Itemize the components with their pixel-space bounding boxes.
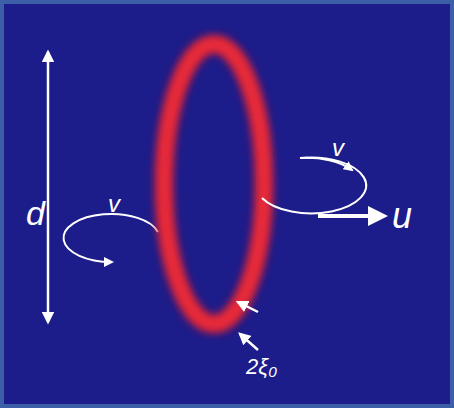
thickness-label: 2ξ₀	[246, 356, 277, 378]
circulation-arrow	[300, 158, 352, 170]
velocity-label: u	[392, 198, 412, 234]
thickness-arrow	[240, 334, 258, 350]
diameter-label: d	[26, 196, 45, 230]
velocity-arrow	[318, 214, 384, 218]
vortex-ring-core	[164, 44, 264, 324]
circulation-label: v	[332, 136, 344, 160]
vortex-ring	[164, 44, 264, 324]
circulation-label: v	[108, 192, 120, 216]
circulation-arrow	[64, 214, 158, 262]
thickness-arrow	[238, 302, 258, 312]
diameter-arrow	[47, 52, 50, 322]
circulation-arrow	[262, 157, 366, 213]
